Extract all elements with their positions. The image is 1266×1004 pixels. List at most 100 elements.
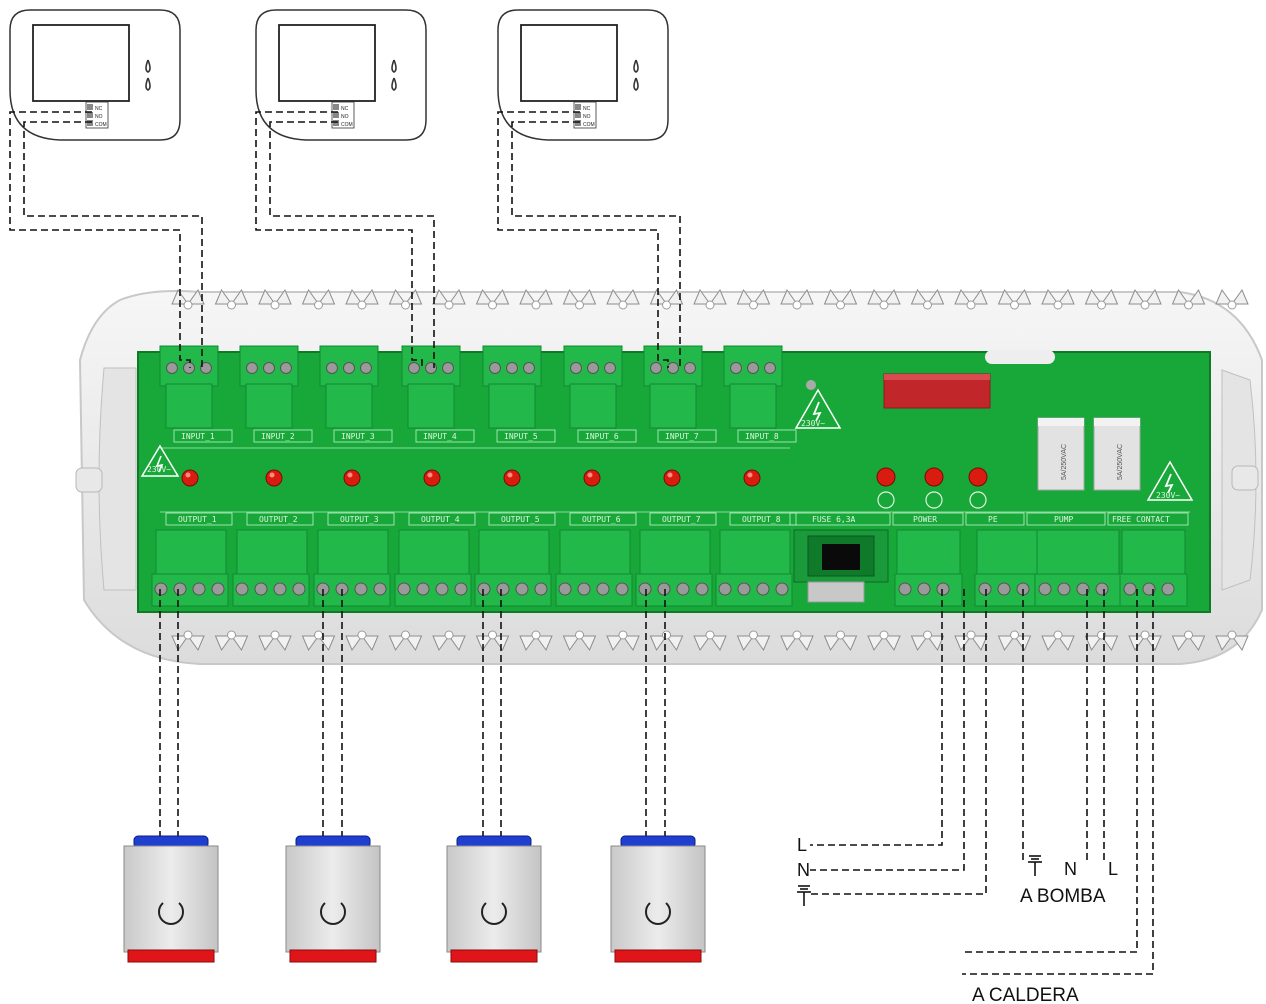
terminal-screw	[200, 362, 212, 374]
terminal-screw	[737, 582, 751, 596]
up-button-icon	[145, 59, 151, 73]
thermostat-terminal-label: NO	[583, 114, 591, 120]
a-bomba-label: A BOMBA	[1020, 886, 1106, 907]
terminal-screw	[775, 582, 789, 596]
actuator-body	[285, 845, 381, 953]
terminal-screw	[667, 362, 679, 374]
cable-clip-hole	[966, 300, 976, 310]
led-highlight	[747, 472, 753, 478]
led-highlight	[347, 472, 353, 478]
cable-clip-hole	[270, 300, 280, 310]
terminal-screw	[764, 362, 776, 374]
led-highlight	[667, 472, 673, 478]
output-terminal-2: OUTPUT_2	[232, 512, 314, 607]
output-label: OUTPUT_2	[259, 515, 298, 524]
thermostat-display	[520, 24, 618, 102]
input-label-box	[496, 429, 556, 443]
terminal-screw	[496, 582, 510, 596]
cable-clip-hole	[1053, 300, 1063, 310]
actuator-base	[614, 949, 702, 963]
cable-clip-hole	[792, 300, 802, 310]
cable-clip-hole	[923, 300, 932, 310]
actuator-4	[610, 835, 706, 963]
hazard-sign-center: 230V~	[794, 380, 842, 429]
hazard-voltage-left: 230V~	[147, 465, 171, 474]
input-label: INPUT_7	[665, 432, 699, 441]
terminal-screw	[596, 582, 610, 596]
terminal-screw	[534, 582, 548, 596]
power-icon	[481, 902, 507, 925]
terminal-plug	[1036, 529, 1120, 577]
power-icon	[158, 902, 184, 925]
cable-clip-hole	[749, 630, 758, 640]
pump-earth-symbol	[1028, 855, 1042, 876]
down-button-icon	[391, 77, 397, 91]
cable-clip-hole	[227, 300, 236, 310]
terminal-screw	[638, 582, 652, 596]
terminal-plug	[559, 529, 631, 577]
cable-clip-hole	[1010, 300, 1019, 310]
terminal-screw	[1076, 582, 1090, 596]
pump-N-label: N	[1064, 859, 1077, 879]
up-button-icon	[633, 59, 639, 73]
thermostat-wire-3-a	[497, 111, 669, 368]
cable-clip-hole	[1053, 630, 1063, 640]
output-terminal-5: OUTPUT_5	[474, 512, 556, 607]
output-terminal-6: OUTPUT_6	[555, 512, 637, 607]
output-led-6	[583, 469, 601, 487]
input-terminal-2: INPUT_2	[239, 345, 313, 443]
terminal-screw	[997, 582, 1011, 596]
terminal-screw	[756, 582, 770, 596]
status-icon-ring	[969, 491, 987, 509]
output-label-box	[649, 512, 717, 526]
thermostat-wire-3-b	[511, 121, 681, 368]
thermostat-terminal-screw	[575, 112, 581, 118]
input-label: INPUT_6	[585, 432, 619, 441]
terminal-screw	[211, 582, 225, 596]
mains-N-label: N	[797, 860, 810, 880]
input-label-box	[577, 429, 637, 443]
fuse-holder	[793, 529, 889, 603]
relay-2: 5A/250VAC	[1093, 417, 1141, 491]
output-terminal-7: OUTPUT_7	[635, 512, 717, 607]
terminal-screw	[515, 582, 529, 596]
cable-clip-hole	[314, 300, 323, 310]
terminal-screw	[263, 362, 275, 374]
terminal-screw	[676, 582, 690, 596]
terminal-plug	[165, 383, 213, 429]
cable-clip-hole	[183, 300, 193, 310]
terminal-screw	[166, 362, 178, 374]
terminal-screw	[408, 362, 420, 374]
thermostat-terminal-screw	[333, 120, 339, 126]
terminal-screw	[1057, 582, 1071, 596]
power-icon	[320, 902, 346, 925]
actuator-2	[285, 835, 381, 963]
hazard-sign-left: 230V~	[140, 444, 180, 477]
output-label: OUTPUT_7	[662, 515, 701, 524]
terminal-screw	[978, 582, 992, 596]
terminal-plug	[569, 383, 617, 429]
led-highlight	[507, 472, 513, 478]
terminal-screw	[343, 362, 355, 374]
terminal-screw	[373, 582, 387, 596]
power-icon	[645, 902, 671, 925]
terminal-screw	[718, 582, 732, 596]
terminal-screw	[684, 362, 696, 374]
thermostat-terminal-label: NC	[341, 106, 349, 112]
cable-clip-hole	[531, 300, 541, 310]
power-terminal	[894, 529, 963, 607]
input-label: INPUT_2	[261, 432, 295, 441]
input-terminal-6: INPUT_6	[563, 345, 637, 443]
input-label-box	[415, 429, 475, 443]
terminal-screw	[192, 582, 206, 596]
cable-clip-hole	[618, 300, 628, 310]
terminal-screw	[489, 362, 501, 374]
input-terminal-8: INPUT_8	[723, 345, 797, 443]
led-highlight	[269, 472, 275, 478]
thermostat-terminal-screw	[333, 104, 339, 110]
actuator-body	[610, 845, 706, 953]
section-label-strip: FUSE 6,3A POWER PE PUMP FREE CONTACT	[789, 512, 1189, 526]
